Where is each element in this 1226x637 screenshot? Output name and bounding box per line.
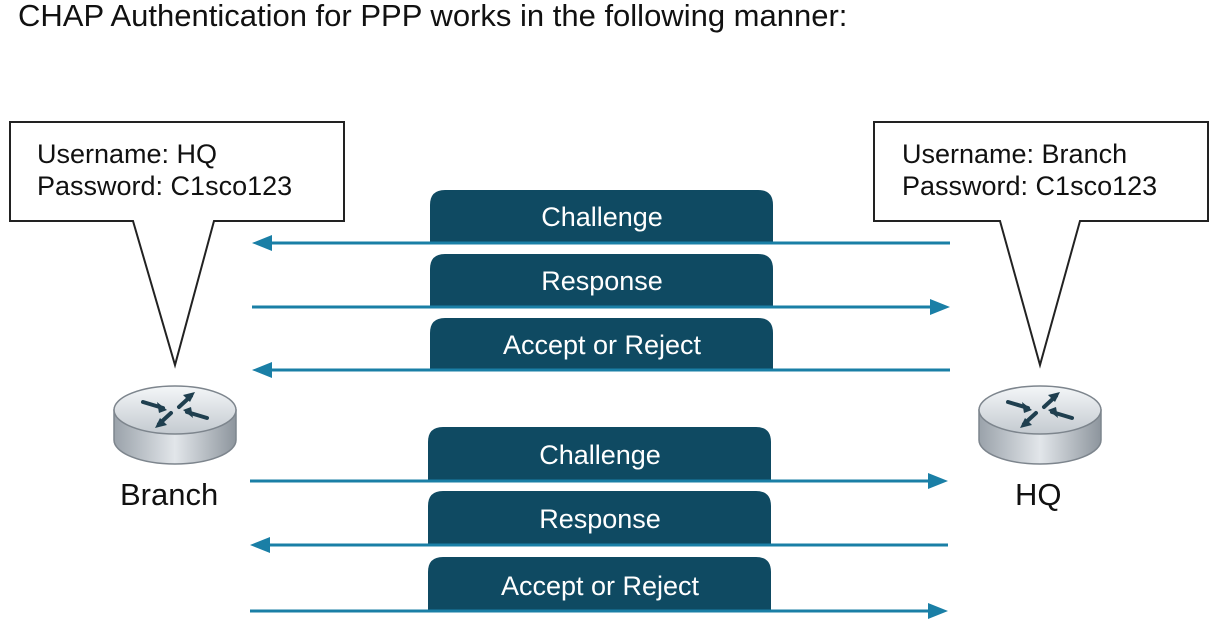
arrow-challenge-1 bbox=[252, 235, 950, 251]
tab-accept-reject-2 bbox=[428, 557, 771, 611]
exchange-label-5: Response bbox=[539, 504, 661, 534]
hq-router-icon bbox=[978, 385, 1102, 465]
branch-credentials: Username: HQ Password: C1sco123 bbox=[37, 138, 292, 202]
hq-credentials-callout bbox=[873, 121, 1209, 369]
hq-label: HQ bbox=[1015, 477, 1062, 512]
exchange-label-6: Accept or Reject bbox=[500, 571, 700, 601]
exchange-label-3: Accept or Reject bbox=[502, 330, 702, 360]
page-title: CHAP Authentication for PPP works in the… bbox=[18, 0, 848, 33]
tab-challenge-2 bbox=[428, 427, 771, 481]
hq-password: Password: C1sco123 bbox=[902, 171, 1158, 201]
branch-label: Branch bbox=[120, 477, 219, 512]
arrow-response-1 bbox=[252, 299, 950, 315]
branch-username: Username: HQ bbox=[37, 139, 218, 169]
branch-router-icon bbox=[113, 385, 237, 465]
arrow-accept-reject-1 bbox=[252, 362, 950, 378]
tab-challenge-1 bbox=[430, 190, 773, 243]
exchange-label-2: Response bbox=[541, 266, 663, 296]
tab-accept-reject-1 bbox=[430, 318, 773, 370]
branch-password: Password: C1sco123 bbox=[37, 171, 293, 201]
hq-credentials: Username: Branch Password: C1sco123 bbox=[902, 138, 1157, 202]
arrow-accept-reject-2 bbox=[250, 603, 948, 619]
exchange-arrows bbox=[250, 235, 950, 619]
tab-response-1 bbox=[430, 254, 773, 307]
arrow-challenge-2 bbox=[250, 473, 948, 489]
tab-response-2 bbox=[428, 491, 771, 545]
exchange-tabs bbox=[428, 190, 773, 611]
exchange-label-1: Challenge bbox=[541, 202, 663, 232]
arrow-response-2 bbox=[250, 537, 948, 553]
hq-username: Username: Branch bbox=[902, 139, 1128, 169]
exchange-label-4: Challenge bbox=[539, 440, 661, 470]
branch-credentials-callout bbox=[9, 121, 345, 369]
